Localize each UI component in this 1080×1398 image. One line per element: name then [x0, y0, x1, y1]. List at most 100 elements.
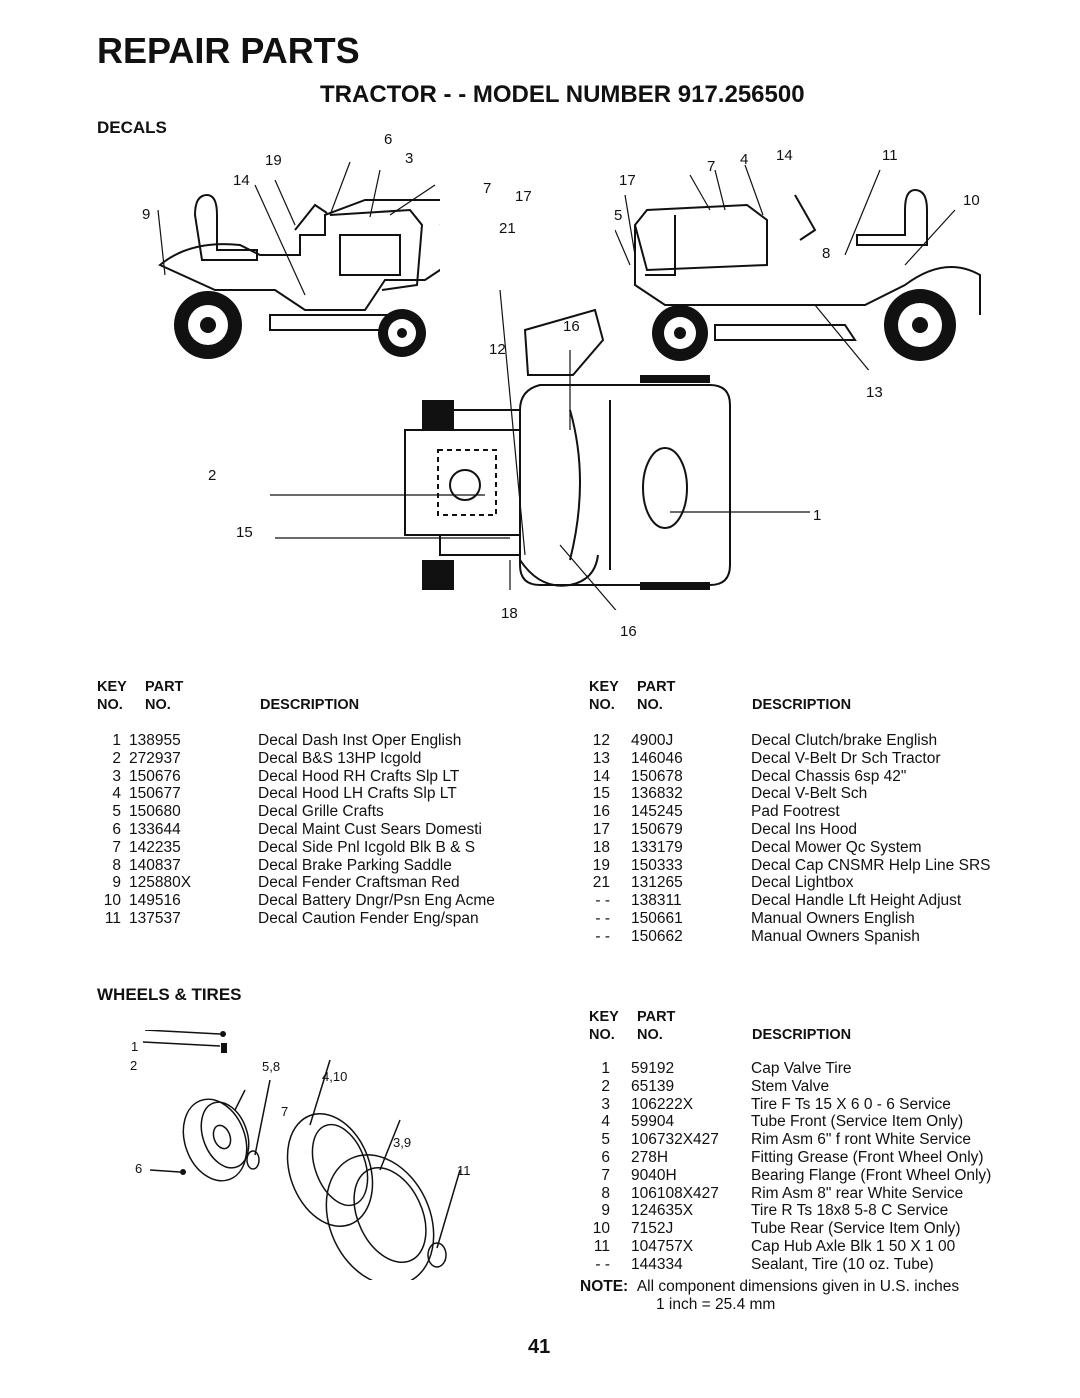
- key-number: 6: [601, 1148, 610, 1166]
- callout-2: 2: [208, 467, 217, 484]
- wheels-table-header: KEY NO. PART NO. DESCRIPTION: [589, 1009, 852, 1043]
- callout-13: 13: [866, 384, 883, 401]
- note-line2: 1 inch = 25.4 mm: [656, 1295, 776, 1313]
- key-number: 11: [593, 1237, 610, 1255]
- page-title: REPAIR PARTS: [97, 30, 360, 71]
- callout-12: 12: [489, 341, 506, 358]
- part-number: 59904: [631, 1113, 675, 1131]
- part-number: 106732X427: [631, 1131, 719, 1149]
- part-number: 7152J: [631, 1220, 674, 1238]
- part-description: Manual Owners English: [751, 909, 915, 927]
- key-number: 4: [112, 785, 121, 803]
- part-number: 125880X: [129, 874, 192, 892]
- part-description: Decal Side Pnl Icgold Blk B & S: [258, 838, 476, 856]
- callout-15: 15: [236, 524, 253, 541]
- part-description: Decal Caution Fender Eng/span: [258, 909, 479, 927]
- callout-8: 8: [822, 245, 831, 262]
- part-number: 272937: [129, 749, 181, 767]
- callout-11: 11: [882, 147, 898, 164]
- key-number: 10: [103, 892, 121, 910]
- key-number: 12: [592, 732, 610, 749]
- part-number: 144334: [631, 1255, 683, 1273]
- callout-7b: 7: [707, 158, 716, 175]
- part-number: 149516: [129, 892, 181, 910]
- callout-w7: 7: [281, 1104, 289, 1119]
- page-number: 41: [528, 1336, 551, 1358]
- table-row: 18 133179 Decal Mower Qc System: [570, 839, 1040, 857]
- callout-9: 9: [142, 206, 151, 223]
- part-description: Stem Valve: [751, 1077, 830, 1095]
- callout-w3-9: 3,9: [393, 1135, 412, 1150]
- part-description: Decal Grille Crafts: [258, 803, 384, 821]
- part-description: Decal Maint Cust Sears Domesti: [258, 820, 482, 838]
- callout-w1: 1: [131, 1039, 139, 1054]
- part-number: 145245: [631, 803, 683, 821]
- part-number: 136832: [631, 785, 683, 803]
- part-description: Decal Hood RH Crafts Slp LT: [258, 767, 460, 785]
- callout-18: 18: [501, 605, 518, 622]
- part-number: 106108X427: [631, 1184, 719, 1202]
- part-description: Decal Mower Qc System: [751, 838, 922, 856]
- callout-w5-8: 5,8: [262, 1059, 281, 1074]
- part-description: Decal Ins Hood: [751, 820, 857, 838]
- part-number: 150680: [129, 803, 181, 821]
- key-number: 2: [601, 1077, 610, 1095]
- callout-w11: 11: [457, 1163, 471, 1178]
- part-number: 150679: [631, 820, 683, 838]
- callout-w6: 6: [135, 1161, 143, 1176]
- part-number: 104757X: [631, 1237, 694, 1255]
- part-description: Decal Handle Lft Height Adjust: [751, 892, 962, 910]
- decals-right-header: KEY NO. PART NO. DESCRIPTION: [589, 679, 852, 713]
- key-number: 21: [592, 874, 610, 892]
- part-number: 65139: [631, 1077, 675, 1095]
- part-description: Rim Asm 6" f ront White Service: [751, 1131, 971, 1149]
- part-description: Fitting Grease (Front Wheel Only): [751, 1148, 984, 1166]
- part-number: 278H: [631, 1148, 669, 1166]
- key-number: 9: [601, 1202, 610, 1220]
- callout-7: 7: [483, 180, 492, 197]
- part-description: Cap Valve Tire: [751, 1060, 852, 1077]
- callout-17b: 17: [619, 172, 636, 189]
- callout-19: 19: [265, 152, 282, 169]
- key-number: 10: [592, 1220, 610, 1238]
- decals-heading: DECALS: [97, 118, 167, 137]
- wheels-tires-illustration: [125, 1030, 485, 1280]
- callout-10: 10: [963, 192, 980, 209]
- key-number: 18: [592, 838, 610, 856]
- callout-4: 4: [740, 151, 749, 168]
- part-description: Decal Fender Craftsman Red: [258, 874, 460, 892]
- part-number: 4900J: [631, 732, 674, 749]
- key-number: 11: [104, 909, 121, 927]
- part-description: Tube Front (Service Item Only): [751, 1113, 964, 1131]
- key-number: - -: [595, 927, 610, 945]
- key-number: 8: [112, 856, 121, 874]
- part-description: Tube Rear (Service Item Only): [751, 1220, 961, 1238]
- part-number: 133179: [631, 838, 683, 856]
- part-description: Decal Dash Inst Oper English: [258, 732, 462, 749]
- part-number: 150661: [631, 909, 683, 927]
- part-description: Decal Cap CNSMR Help Line SRS: [751, 856, 991, 874]
- key-number: - -: [595, 1255, 610, 1273]
- callout-14b: 14: [776, 147, 793, 164]
- part-number: 150678: [631, 767, 683, 785]
